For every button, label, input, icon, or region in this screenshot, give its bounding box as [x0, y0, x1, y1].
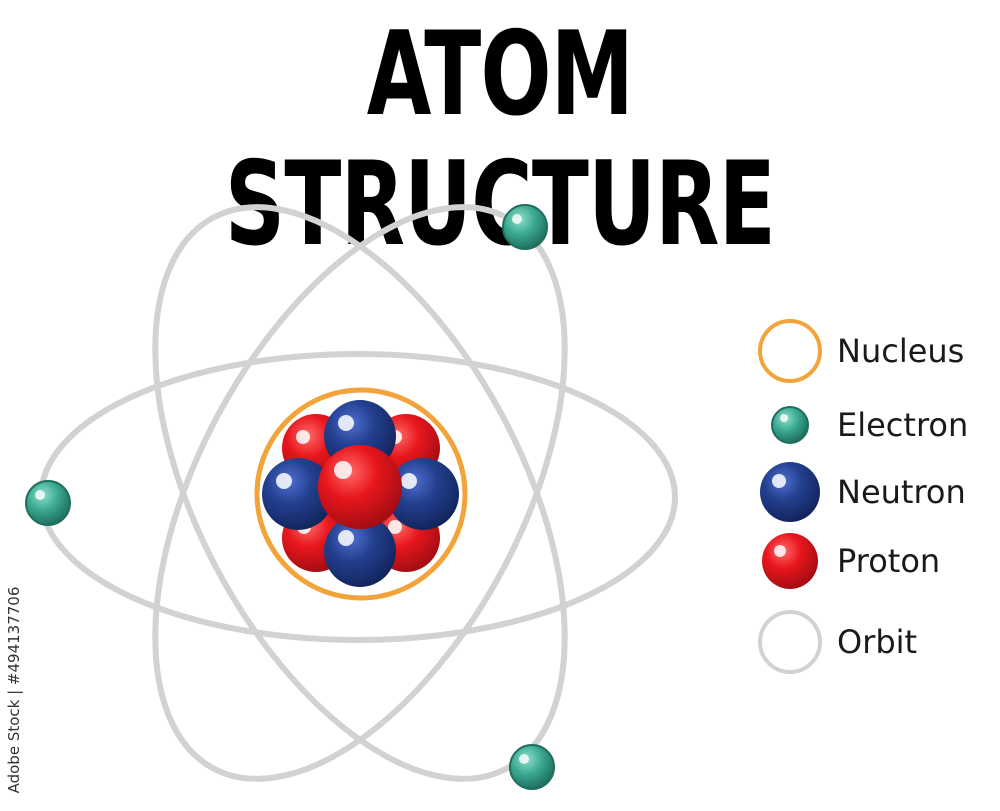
electron [25, 480, 71, 526]
orbit-ring-icon [758, 610, 822, 674]
neutron-icon [760, 462, 820, 522]
electrons [25, 204, 555, 790]
neutron [324, 515, 396, 587]
electron-icon [771, 406, 809, 444]
neutron [387, 458, 459, 530]
legend-item-nucleus: Nucleus [755, 318, 1000, 384]
legend-item-neutron: Neutron [755, 459, 1000, 525]
legend-label: Neutron [837, 473, 966, 511]
nucleus-ring-icon [758, 319, 822, 383]
watermark-stock-id-text: Adobe Stock | #494137706 [5, 586, 23, 794]
nucleus [262, 400, 459, 587]
neutron [262, 458, 334, 530]
proton-center [318, 445, 402, 529]
page-title: ATOM STRUCTURE [224, 7, 776, 272]
legend-label: Nucleus [837, 332, 965, 370]
legend-label: Proton [837, 542, 941, 580]
legend-label: Electron [837, 406, 969, 444]
orbit-tilted-right [152, 204, 568, 782]
electron [509, 744, 555, 790]
watermark-stock-id: Adobe Stock | #494137706 [2, 575, 26, 805]
legend-label: Orbit [837, 623, 918, 661]
electron [502, 204, 548, 250]
legend-item-orbit: Orbit [755, 609, 1000, 675]
legend-item-proton: Proton [755, 528, 1000, 594]
legend-item-electron: Electron [755, 392, 1000, 458]
proton-icon [762, 533, 818, 589]
